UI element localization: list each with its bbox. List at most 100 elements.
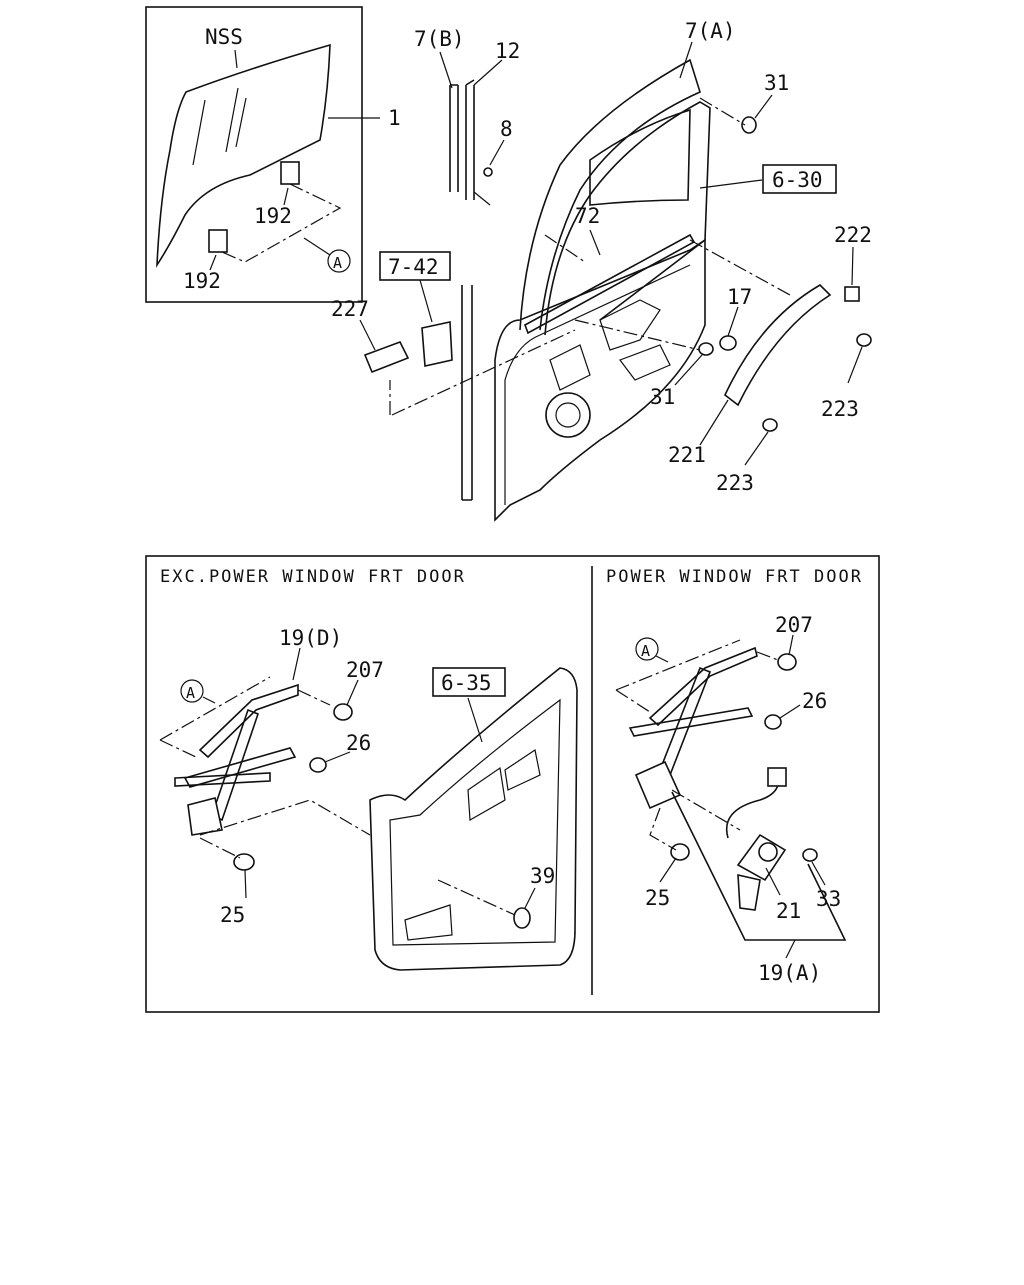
ref-leader bbox=[437, 879, 516, 916]
leader bbox=[674, 354, 703, 386]
leader bbox=[811, 861, 826, 886]
regulator-gearbox bbox=[634, 760, 682, 810]
leader bbox=[785, 939, 796, 959]
motor-housing bbox=[737, 873, 761, 911]
run-channel-7b bbox=[449, 84, 459, 192]
door-assembly: 7(B) 12 7(A) 8 31 6-30 72 222 7-42 227 1… bbox=[331, 19, 872, 522]
speaker-hole bbox=[545, 392, 591, 438]
leader bbox=[524, 887, 536, 909]
leader bbox=[765, 867, 781, 896]
label-ref-a: A bbox=[333, 254, 342, 272]
regulator-box-frame bbox=[145, 555, 880, 1013]
label-ref-a: A bbox=[186, 684, 195, 702]
glass-reflection bbox=[235, 97, 247, 148]
ref-box-6-35 bbox=[432, 667, 506, 697]
label-19a: 19(A) bbox=[758, 961, 821, 985]
leader bbox=[419, 279, 433, 323]
label-31: 31 bbox=[764, 71, 789, 95]
motor-connector bbox=[767, 767, 787, 787]
power-window-header: POWER WINDOW FRT DOOR bbox=[606, 567, 863, 587]
trim-handle-pocket bbox=[504, 749, 541, 791]
leader bbox=[202, 696, 216, 704]
glass-reflection bbox=[192, 99, 206, 166]
label-6-30: 6-30 bbox=[772, 168, 823, 192]
label-19d: 19(D) bbox=[279, 626, 342, 650]
leader bbox=[744, 431, 769, 466]
leader bbox=[655, 655, 669, 663]
screw-223 bbox=[856, 333, 872, 347]
assembly-leader bbox=[689, 239, 791, 296]
label-21: 21 bbox=[776, 899, 801, 923]
leader bbox=[473, 59, 503, 86]
ref-a-circle bbox=[180, 679, 204, 703]
trim-map-pocket bbox=[404, 904, 453, 941]
leader bbox=[779, 704, 801, 719]
panel-cutout bbox=[619, 344, 671, 381]
bumper-31 bbox=[698, 342, 714, 356]
label-25: 25 bbox=[645, 886, 670, 910]
ref-leader bbox=[297, 689, 331, 706]
manual-window-panel: EXC.POWER WINDOW FRT DOOR 19(D) bbox=[159, 567, 578, 971]
label-7b: 7(B) bbox=[414, 27, 465, 51]
bolt-17 bbox=[719, 335, 737, 351]
label-nss: NSS bbox=[205, 25, 243, 49]
power-window-panel: POWER WINDOW FRT DOOR A 207 26 25 bbox=[606, 567, 863, 985]
label-192: 192 bbox=[183, 269, 221, 293]
label-17: 17 bbox=[727, 285, 752, 309]
screw-223 bbox=[762, 418, 778, 432]
leader bbox=[754, 94, 773, 119]
label-7a: 7(A) bbox=[685, 19, 736, 43]
leader bbox=[847, 346, 863, 384]
leader bbox=[699, 399, 729, 446]
bolt-207 bbox=[333, 703, 353, 721]
regulator-cross-arm bbox=[174, 772, 271, 787]
leader bbox=[292, 647, 301, 681]
label-192: 192 bbox=[254, 204, 292, 228]
ref-leader bbox=[159, 676, 271, 741]
motor-gear bbox=[758, 842, 778, 862]
label-25: 25 bbox=[220, 903, 245, 927]
bolt-25 bbox=[670, 843, 690, 861]
label-7-42: 7-42 bbox=[388, 255, 439, 279]
regulator-gearbox bbox=[187, 797, 223, 836]
label-223: 223 bbox=[821, 397, 859, 421]
garnish-221 bbox=[724, 283, 832, 407]
ref-a-circle bbox=[635, 637, 659, 661]
ref-a-circle bbox=[327, 249, 351, 273]
ref-leader bbox=[199, 837, 241, 859]
glass-inset-frame bbox=[145, 6, 363, 303]
leader bbox=[589, 229, 601, 256]
motor-wire bbox=[725, 784, 779, 839]
label-207: 207 bbox=[775, 613, 813, 637]
leader bbox=[473, 191, 491, 206]
label-223: 223 bbox=[716, 471, 754, 495]
trim-armrest bbox=[467, 766, 506, 821]
label-ref-a: A bbox=[641, 642, 650, 660]
screw-33 bbox=[802, 848, 818, 862]
bolt-25 bbox=[233, 853, 255, 871]
label-26: 26 bbox=[802, 689, 827, 713]
rear-sash-12 bbox=[465, 79, 475, 200]
ref-leader bbox=[671, 789, 741, 831]
ref-leader bbox=[756, 651, 779, 661]
label-39: 39 bbox=[530, 864, 555, 888]
leader bbox=[303, 237, 331, 256]
glass-inset: NSS 1 192 192 A bbox=[145, 6, 401, 303]
door-glass bbox=[156, 43, 331, 268]
leader bbox=[209, 254, 217, 271]
ref-leader bbox=[615, 689, 651, 713]
leader bbox=[324, 751, 351, 763]
panel-cutout bbox=[599, 299, 661, 351]
assembly-leader bbox=[544, 234, 586, 263]
inner-panel-edge bbox=[504, 264, 691, 505]
leader bbox=[699, 179, 763, 189]
ref-leader bbox=[649, 807, 677, 851]
label-221: 221 bbox=[668, 443, 706, 467]
leader bbox=[489, 139, 505, 166]
label-72: 72 bbox=[575, 204, 600, 228]
leader bbox=[283, 187, 289, 206]
leader bbox=[788, 634, 794, 656]
label-8: 8 bbox=[500, 117, 513, 141]
